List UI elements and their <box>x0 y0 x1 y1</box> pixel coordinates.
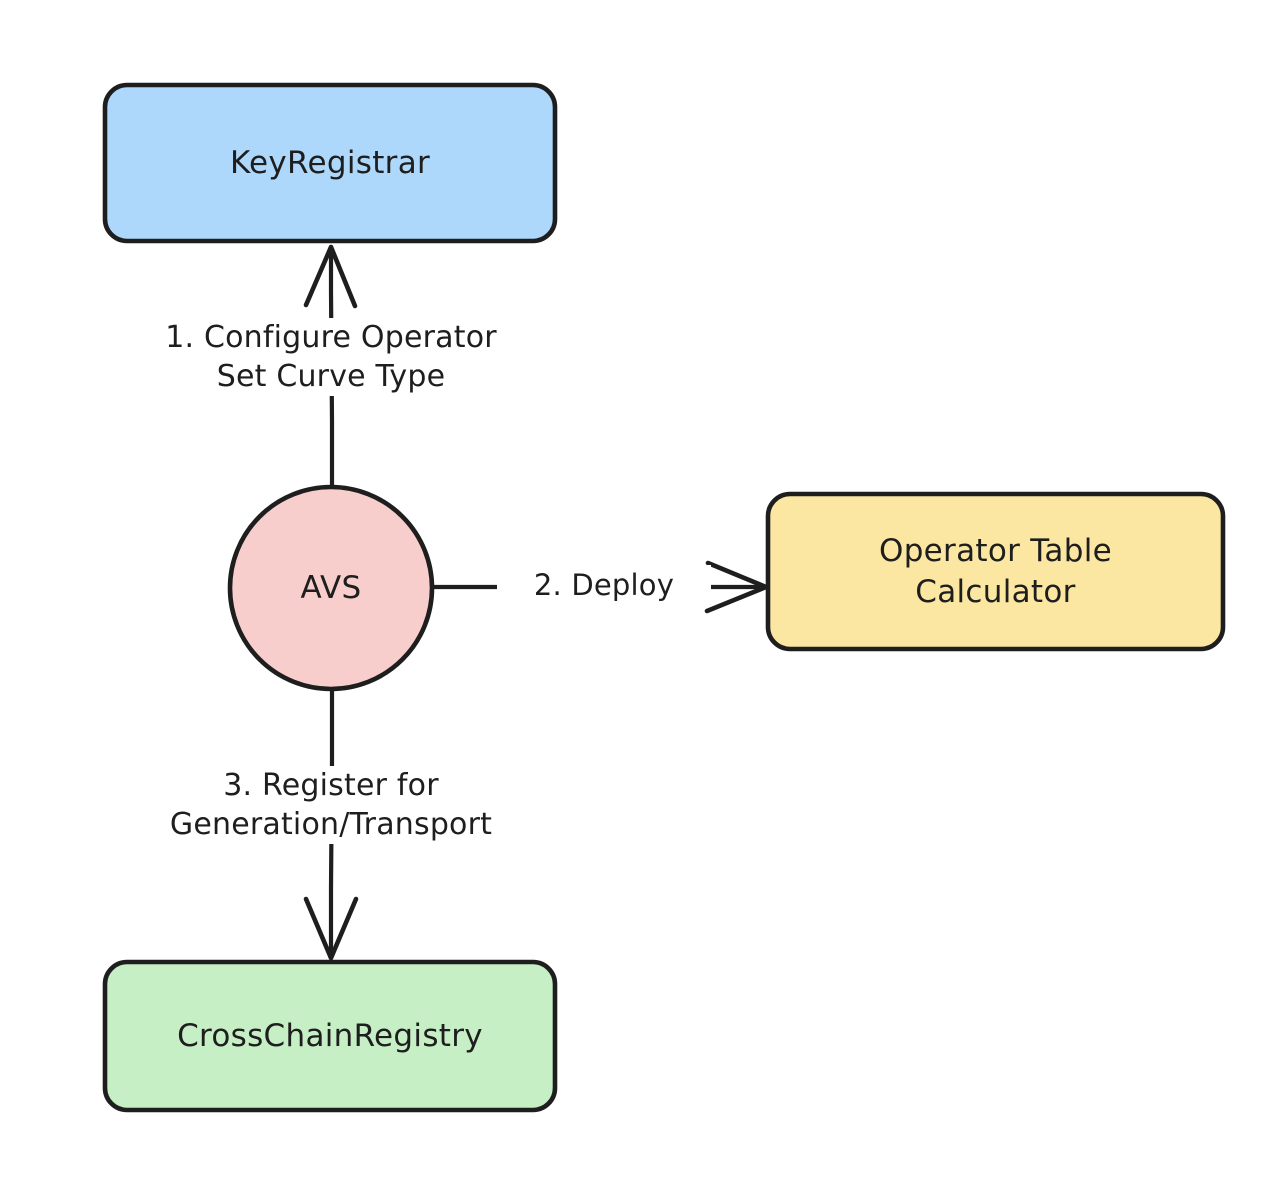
edge-line-avs-to-key-registrar <box>328 244 335 490</box>
edge-avs-to-key-registrar <box>303 244 358 490</box>
node-avs-shape[interactable] <box>227 484 435 692</box>
node-operator-table-calculator[interactable] <box>765 491 1226 652</box>
node-cross-chain-registry[interactable] <box>102 959 558 1113</box>
node-avs[interactable] <box>227 484 435 692</box>
node-cross-chain-registry-shape[interactable] <box>102 959 558 1113</box>
edge-line-avs-to-cross-chain-registry <box>328 686 335 961</box>
node-operator-table-calculator-shape[interactable] <box>765 491 1226 652</box>
node-key-registrar[interactable] <box>102 82 558 244</box>
arrowhead-up-key-registrar <box>303 244 358 309</box>
node-key-registrar-shape[interactable] <box>102 82 558 244</box>
edge-avs-to-cross-chain-registry <box>303 686 359 961</box>
edge-avs-to-operator-table-calculator <box>429 560 769 614</box>
arrowhead-down-cross-chain-registry <box>303 896 359 961</box>
